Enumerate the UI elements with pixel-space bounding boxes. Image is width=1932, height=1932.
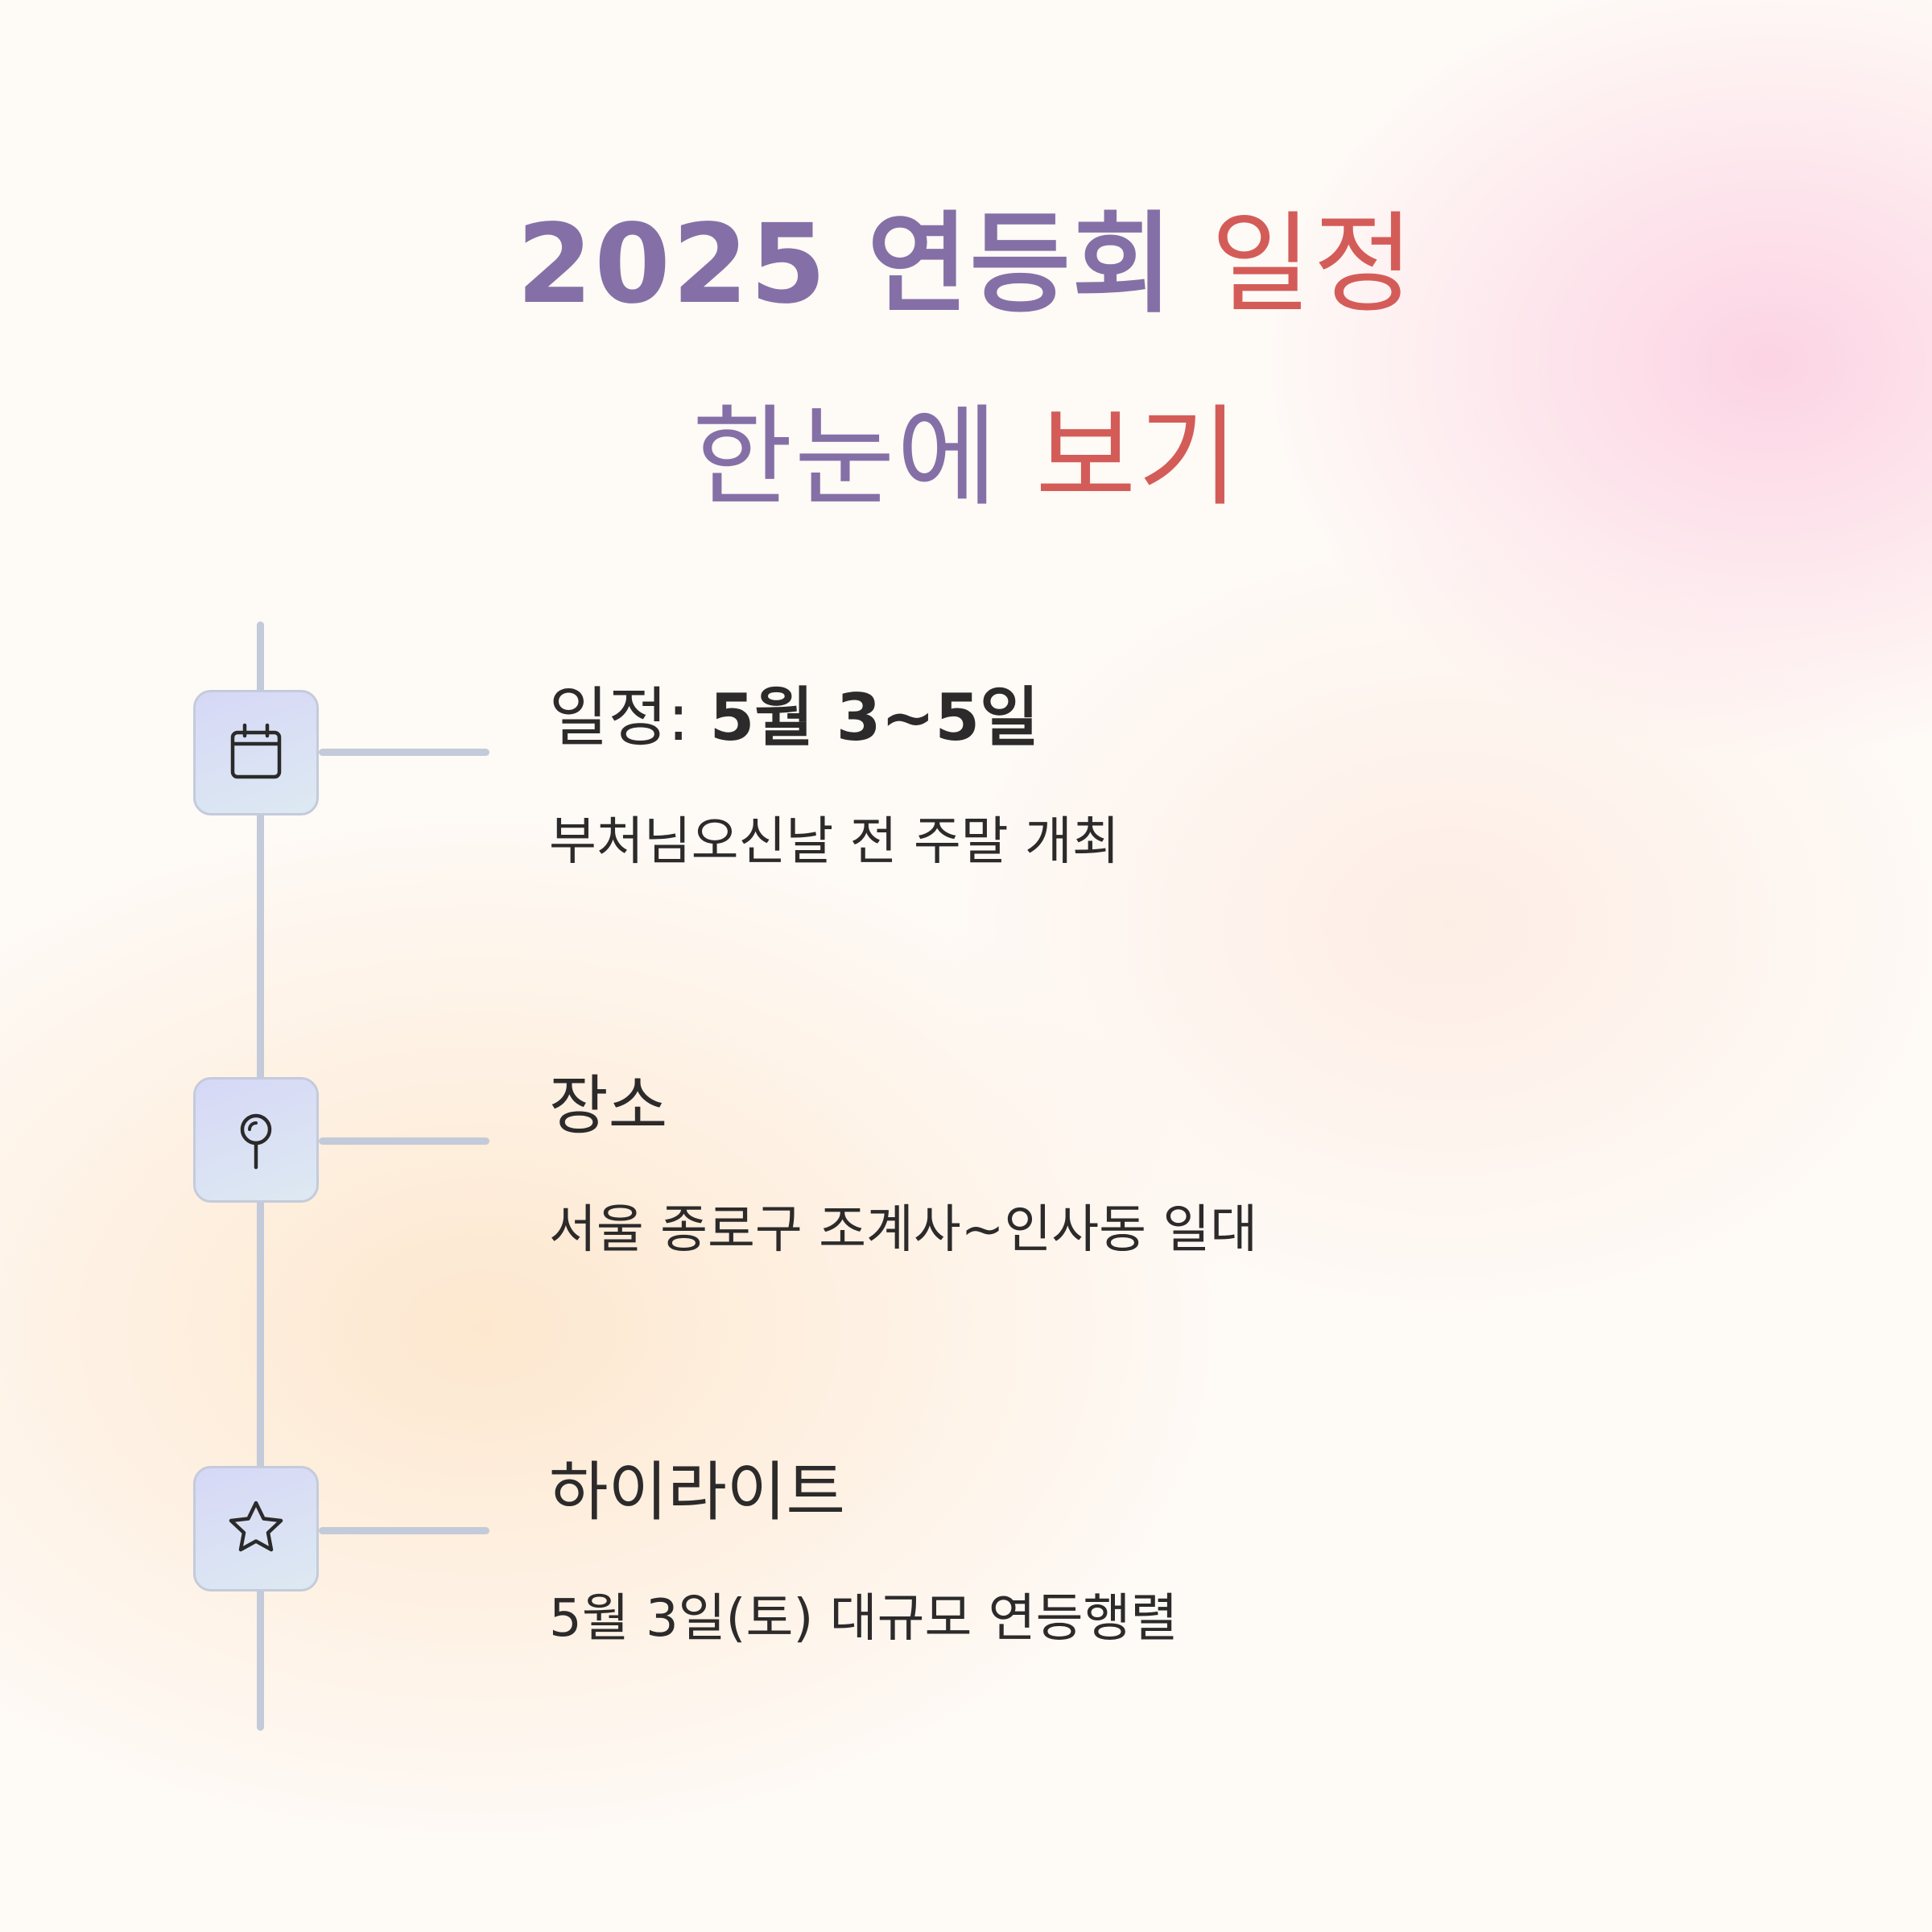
timeline-icon-box-highlight: [193, 1466, 319, 1591]
location-description: 서울 종로구 조계사~인사동 일대: [549, 1200, 1258, 1260]
highlight-description: 5월 3일(토) 대규모 연등행렬: [549, 1589, 1179, 1649]
page-title-line-1: 2025 연등회 일정: [0, 200, 1932, 331]
schedule-title: 일정: 5월 3~5일: [549, 681, 1039, 755]
title-view: 보기: [1035, 394, 1241, 522]
highlight-title: 하이라이트: [549, 1455, 845, 1530]
schedule-label: 일정:: [549, 680, 690, 755]
calendar-icon: [230, 723, 282, 779]
timeline-icon-box-schedule: [193, 690, 319, 815]
star-icon: [229, 1501, 283, 1552]
timeline-connector-highlight: [319, 1527, 489, 1534]
schedule-description: 부처님오신날 전 주말 개최: [549, 812, 1120, 872]
title-at-a-glance: 한눈에: [691, 394, 999, 522]
location-title: 장소: [549, 1068, 668, 1143]
title-schedule: 일정: [1211, 201, 1416, 328]
page-title-line-2: 한눈에 보기: [0, 393, 1932, 524]
schedule-dates: 5월 3~5일: [709, 680, 1039, 755]
timeline-connector-schedule: [319, 749, 489, 756]
timeline-icon-box-location: [193, 1077, 319, 1203]
timeline-connector-location: [319, 1137, 489, 1145]
map-pin-icon: [240, 1113, 272, 1170]
title-year-event: 2025 연등회: [516, 201, 1174, 328]
